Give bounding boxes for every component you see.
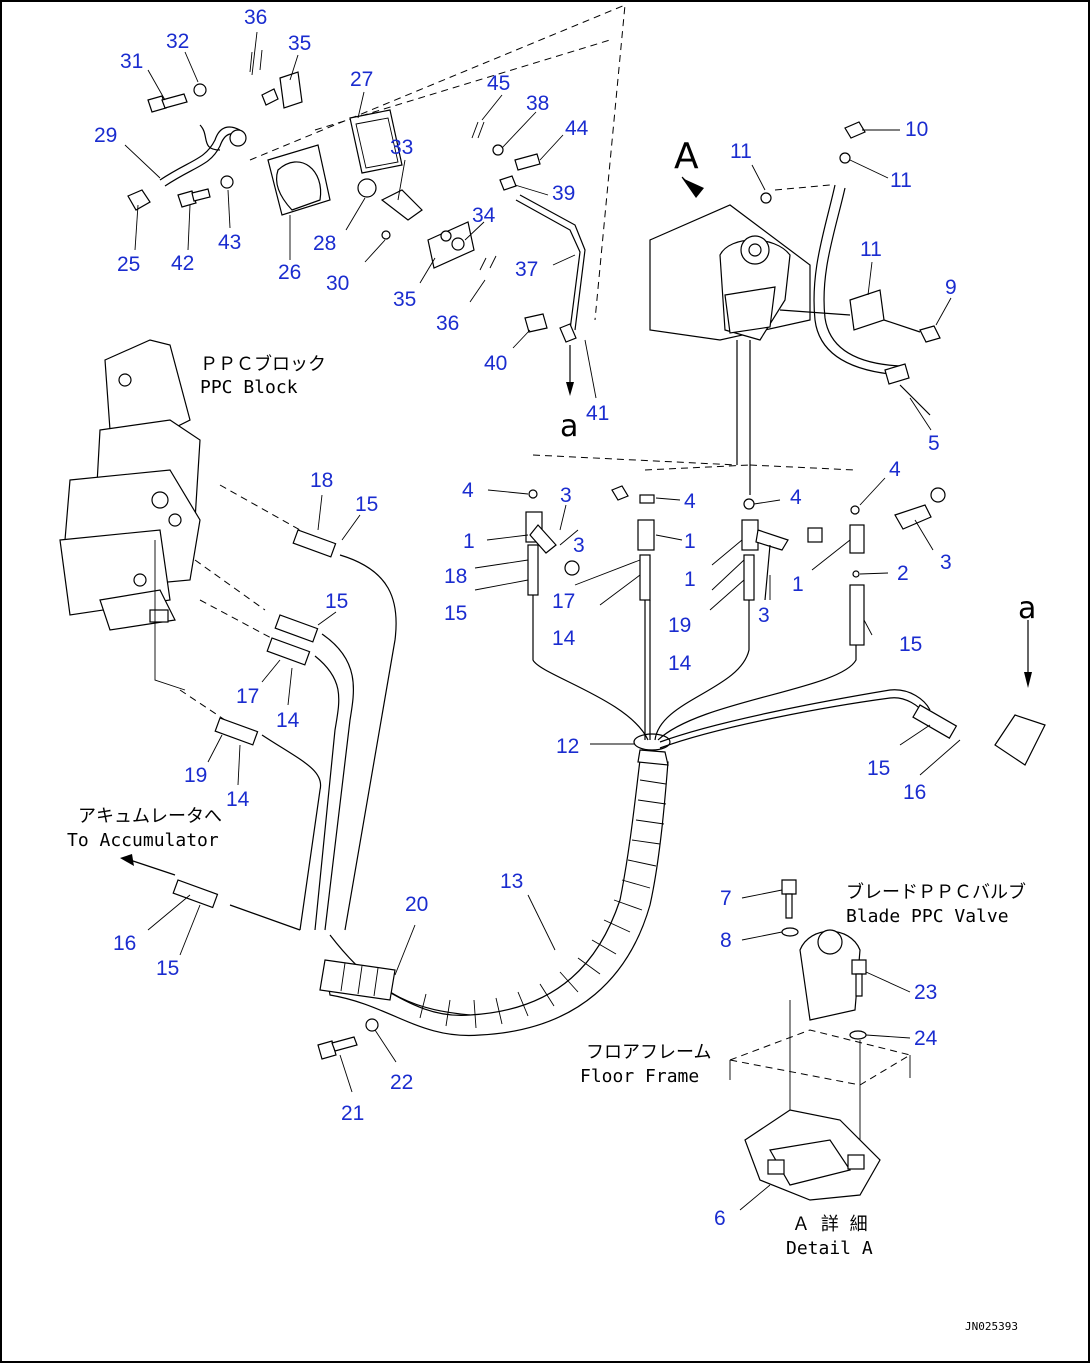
callout-3a: 3 bbox=[560, 484, 572, 507]
callout-15c: 15 bbox=[444, 602, 467, 625]
view-a-letter: A bbox=[674, 136, 699, 177]
callout-14d: 14 bbox=[668, 652, 692, 675]
ppc-block-caption-en: PPC Block bbox=[200, 377, 298, 398]
callout-17a: 17 bbox=[236, 685, 259, 708]
callout-32: 32 bbox=[166, 30, 189, 53]
callout-10: 10 bbox=[905, 118, 928, 141]
callout-30: 30 bbox=[326, 272, 349, 295]
callout-19a: 19 bbox=[184, 764, 207, 787]
floor-frame-caption-jp: フロアフレーム bbox=[586, 1042, 711, 1063]
detail-a-caption-en: Detail A bbox=[786, 1238, 873, 1259]
callout-1b: 1 bbox=[684, 530, 696, 553]
callout-29: 29 bbox=[94, 124, 117, 147]
callout-4b: 4 bbox=[684, 490, 696, 513]
callout-13: 13 bbox=[500, 870, 523, 893]
arrow-a-right-letter: a bbox=[1018, 591, 1036, 626]
callout-16a: 16 bbox=[903, 781, 926, 804]
callout-26: 26 bbox=[278, 261, 301, 284]
callout-3c: 3 bbox=[758, 604, 770, 627]
callout-1c: 1 bbox=[684, 568, 696, 591]
arrow-a-top-letter: a bbox=[560, 409, 578, 444]
callout-15a: 15 bbox=[355, 493, 378, 516]
callout-35b: 35 bbox=[393, 288, 416, 311]
callout-11a: 11 bbox=[730, 140, 752, 163]
accumulator-caption-en: To Accumulator bbox=[67, 830, 219, 851]
callout-6: 6 bbox=[714, 1207, 726, 1230]
callout-23: 23 bbox=[914, 981, 937, 1004]
floor-frame-caption-en: Floor Frame bbox=[580, 1066, 699, 1087]
callout-7: 7 bbox=[720, 887, 732, 910]
callout-28: 28 bbox=[313, 232, 336, 255]
center-fittings bbox=[525, 454, 1046, 766]
callout-8: 8 bbox=[720, 929, 732, 952]
accumulator-caption-jp: アキュムレータへ bbox=[78, 806, 222, 827]
callout-27: 27 bbox=[350, 68, 373, 91]
blade-ppc-valve-assembly bbox=[728, 879, 912, 1201]
callout-2: 2 bbox=[897, 562, 909, 585]
callout-44: 44 bbox=[565, 117, 589, 140]
callout-18b: 18 bbox=[444, 565, 467, 588]
callout-17b: 17 bbox=[552, 590, 575, 613]
callout-3b: 3 bbox=[573, 534, 585, 557]
callout-12: 12 bbox=[556, 735, 579, 758]
callout-39: 39 bbox=[552, 182, 575, 205]
callout-15e: 15 bbox=[867, 757, 890, 780]
ppc-block bbox=[59, 339, 301, 721]
callout-1d: 1 bbox=[792, 573, 804, 596]
callout-19b: 19 bbox=[668, 614, 691, 637]
callout-42: 42 bbox=[171, 252, 194, 275]
callout-9: 9 bbox=[945, 276, 957, 299]
callout-36: 36 bbox=[244, 6, 267, 29]
spiral-guard bbox=[317, 733, 671, 1060]
callout-3d: 3 bbox=[940, 551, 952, 574]
callout-4c: 4 bbox=[790, 486, 802, 509]
ppc-block-caption-jp: ＰＰＣブロック bbox=[200, 353, 326, 375]
drawing-code: JN025393 bbox=[965, 1320, 1018, 1333]
captions: A a a ＰＰＣブロック PPC Block アキュムレータへ To Accu… bbox=[67, 136, 1036, 1333]
callout-4d: 4 bbox=[889, 458, 901, 481]
callout-15f: 15 bbox=[156, 957, 179, 980]
callout-35: 35 bbox=[288, 32, 311, 55]
blade-ppc-caption-jp: ブレードＰＰＣバルブ bbox=[846, 881, 1026, 903]
detail-a-caption-jp: Ａ 詳 細 bbox=[792, 1214, 868, 1235]
callout-38: 38 bbox=[526, 92, 549, 115]
upper-right-assembly bbox=[649, 121, 941, 495]
callout-34: 34 bbox=[472, 204, 496, 227]
callout-15b: 15 bbox=[325, 590, 348, 613]
callout-11c: 11 bbox=[860, 238, 882, 261]
callout-11b: 11 bbox=[890, 169, 912, 192]
callout-numbers: 31 32 36 35 27 45 38 44 29 33 39 34 25 4… bbox=[94, 6, 957, 1230]
callout-18a: 18 bbox=[310, 469, 333, 492]
callout-37: 37 bbox=[515, 258, 538, 281]
callout-24: 24 bbox=[914, 1027, 938, 1050]
callout-5: 5 bbox=[928, 432, 940, 455]
callout-14b: 14 bbox=[226, 788, 250, 811]
callout-22: 22 bbox=[390, 1071, 413, 1094]
callout-31: 31 bbox=[120, 50, 143, 73]
callout-15d: 15 bbox=[899, 633, 922, 656]
callout-45: 45 bbox=[487, 72, 510, 95]
callout-33: 33 bbox=[390, 136, 413, 159]
leader-lines bbox=[124, 31, 961, 1211]
callout-20: 20 bbox=[405, 893, 428, 916]
callout-1a: 1 bbox=[463, 530, 475, 553]
blade-ppc-caption-en: Blade PPC Valve bbox=[846, 906, 1009, 927]
callout-43: 43 bbox=[218, 231, 241, 254]
upper-left-assembly bbox=[127, 4, 626, 396]
callout-36b: 36 bbox=[436, 312, 459, 335]
callout-4a: 4 bbox=[462, 479, 474, 502]
callout-25: 25 bbox=[117, 253, 140, 276]
callout-14c: 14 bbox=[552, 627, 576, 650]
left-hoses bbox=[120, 529, 471, 1016]
callout-21: 21 bbox=[341, 1102, 364, 1125]
callout-41: 41 bbox=[586, 402, 609, 425]
callout-16b: 16 bbox=[113, 932, 136, 955]
callout-40: 40 bbox=[484, 352, 507, 375]
callout-14a: 14 bbox=[276, 709, 300, 732]
